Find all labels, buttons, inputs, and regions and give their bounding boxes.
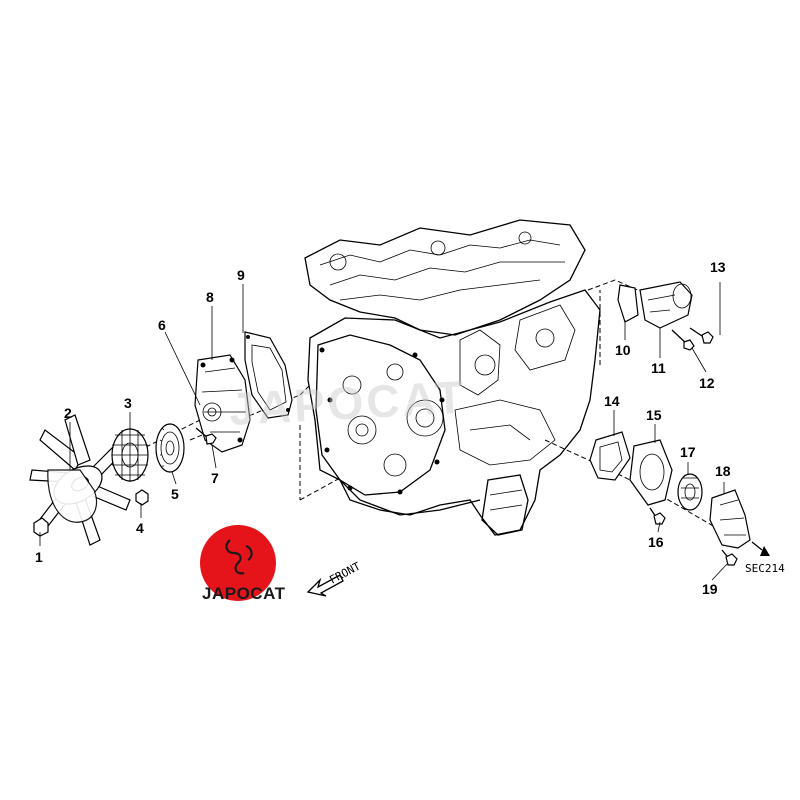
engine-block-illustration [304,219,601,536]
callout-10: 10 [615,342,631,358]
part-bolt-19 [721,549,738,566]
part-bolt-1 [33,517,49,537]
callout-numbers: 1 2 3 4 5 6 7 8 9 10 11 12 13 14 15 16 1… [35,259,731,597]
part-bolt-12 [671,329,695,351]
part-outlet-11 [639,281,693,329]
callout-18: 18 [715,463,731,479]
part-housing-15 [629,439,673,506]
callout-12: 12 [699,375,715,391]
callout-2: 2 [64,405,72,421]
callout-6: 6 [158,317,166,333]
callout-3: 3 [124,395,132,411]
part-fan [29,414,131,546]
part-pulley [155,423,185,473]
japocat-logo: JAPOCAT [200,525,286,603]
part-water-pump [194,354,251,453]
part-nut-4 [135,489,149,506]
watermark-text: JAPOCAT [228,371,468,435]
part-thermostat-17 [677,473,703,511]
part-gasket-9 [244,331,293,419]
callout-leaders [39,282,729,581]
logo-text: JAPOCAT [202,584,286,603]
cover-bolts [319,347,445,495]
part-gasket-14 [589,431,631,481]
part-bolt-7 [195,427,217,445]
part-fan-clutch [111,428,149,482]
callout-9: 9 [237,267,245,283]
callout-7: 7 [211,470,219,486]
callout-15: 15 [646,407,662,423]
logo-emblem-icon [225,539,253,575]
callout-13: 13 [710,259,726,275]
callout-19: 19 [702,581,718,597]
section-ref-arrow [751,541,770,556]
callout-14: 14 [604,393,620,409]
callout-11: 11 [651,360,666,376]
front-direction-indicator: FRONT [306,559,363,597]
part-bolt-13 [689,327,714,344]
callout-4: 4 [136,520,144,536]
callout-8: 8 [206,289,214,305]
front-label: FRONT [327,559,363,586]
callout-1: 1 [35,549,43,565]
part-bolt-16 [649,507,666,525]
callout-5: 5 [171,486,179,502]
part-inlet-18 [709,489,751,549]
callout-16: 16 [648,534,664,550]
part-gasket-10 [617,284,639,323]
section-reference: SEC214 [745,562,785,575]
callout-17: 17 [680,444,696,460]
